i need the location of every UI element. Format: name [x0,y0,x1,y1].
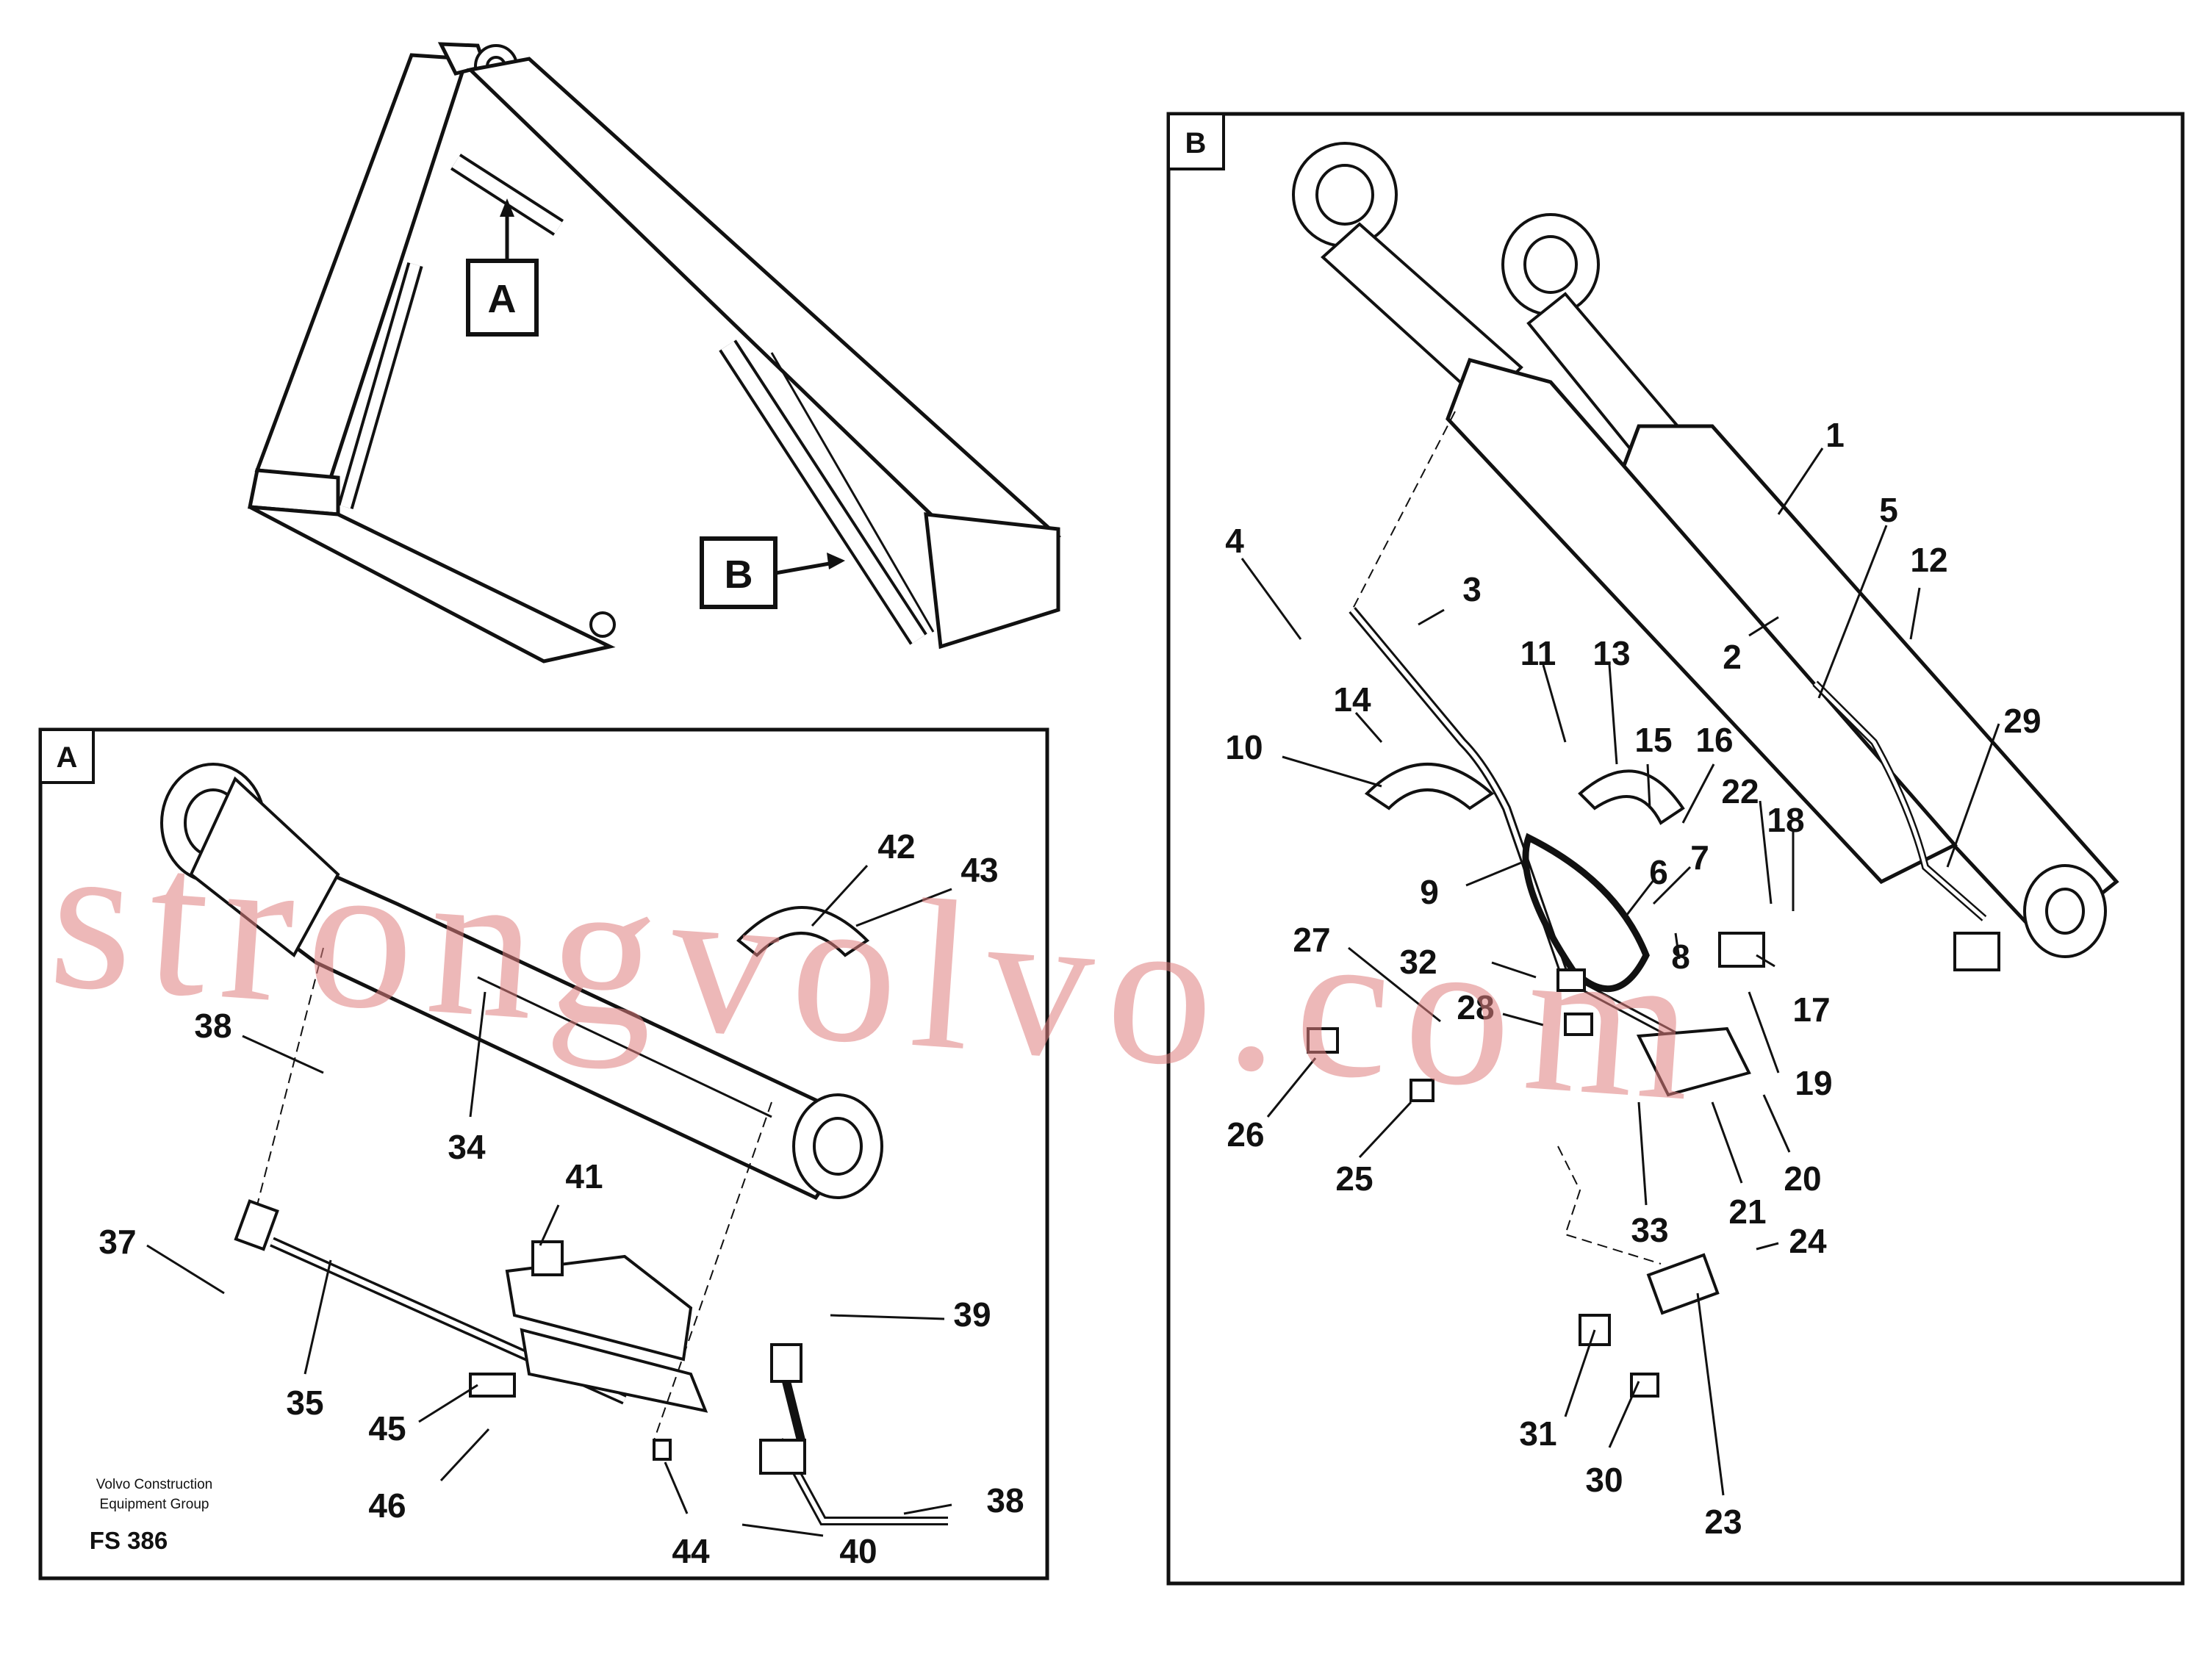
company-line-1: Volvo Construction [96,1477,212,1492]
company-line-2: Equipment Group [100,1497,209,1512]
overview-callout-b: B [700,536,845,609]
callout-32: 32 [1399,943,1437,981]
callout-20: 20 [1784,1159,1821,1198]
panel-a-bent-tube [759,1343,948,1525]
callout-35: 35 [286,1384,323,1422]
callout-21: 21 [1728,1193,1766,1231]
panel-b-valve-block [1636,1026,1751,1097]
panel-b-callouts: 1 2 3 4 5 12 11 13 14 10 15 16 22 18 6 7… [1225,416,2041,1541]
callout-7: 7 [1690,838,1709,877]
callout-38: 38 [986,1481,1024,1520]
callout-15: 15 [1634,721,1672,759]
callout-28: 28 [1457,988,1494,1026]
callout-6: 6 [1649,853,1668,891]
panel-a-clamp [736,906,870,957]
overview-boom-drawing [247,42,1061,664]
panel-a-frame [38,727,1049,1581]
callout-17: 17 [1792,990,1830,1029]
panel-b-frame [1166,112,2185,1586]
callout-26: 26 [1227,1115,1264,1154]
callout-18: 18 [1767,801,1804,839]
callout-9: 9 [1420,873,1439,911]
callout-25: 25 [1335,1159,1373,1198]
callout-46: 46 [368,1486,406,1525]
panel-a-cylinder [160,763,883,1201]
callout-31: 31 [1519,1414,1556,1453]
callout-33: 33 [1631,1211,1668,1249]
callout-40: 40 [839,1532,877,1570]
callout-4: 4 [1225,522,1244,560]
callout-3: 3 [1462,570,1482,608]
panel-a: A [38,727,1049,1581]
panel-b-tag: B [1185,127,1207,159]
callout-34: 34 [448,1128,486,1166]
callout-16: 16 [1695,721,1733,759]
callout-29: 29 [2003,702,2041,740]
overview-callout-a: A [466,198,539,337]
panel-b: B [1166,112,2185,1586]
callout-45: 45 [368,1409,406,1448]
panel-a-bracket [505,1240,708,1413]
callout-24: 24 [1789,1222,1827,1260]
figure-code: FS 386 [90,1527,168,1554]
callout-22: 22 [1721,772,1759,810]
callout-37: 37 [98,1223,136,1261]
callout-27: 27 [1293,921,1330,959]
callout-44: 44 [672,1532,710,1570]
callout-19: 19 [1795,1064,1832,1102]
callout-43: 43 [960,851,998,889]
panel-b-cylinder-1 [1501,213,2119,958]
callout-5: 5 [1879,491,1898,529]
callout-36: 38 [194,1007,231,1045]
panel-a-callouts: 38 34 37 35 41 42 43 39 38 40 44 45 46 [98,827,1024,1570]
callout-23: 23 [1704,1503,1742,1541]
callout-11: 11 [1520,634,1556,672]
callout-2: 2 [1723,638,1742,676]
overview-tag-a: A [488,277,517,321]
callout-42: 42 [877,827,915,866]
callout-8: 8 [1671,938,1690,976]
panel-a-nut [653,1439,672,1461]
panel-a-tag: A [57,741,78,774]
callout-39: 39 [953,1295,991,1334]
callout-12: 12 [1910,541,1947,579]
callout-14: 14 [1333,680,1371,719]
panel-b-cylinder-2 [1292,142,1958,885]
callout-41: 41 [565,1157,603,1195]
callout-1: 1 [1825,416,1845,454]
callout-13: 13 [1592,634,1630,672]
overview-tag-b: B [725,553,753,597]
callout-30: 30 [1585,1461,1623,1499]
callout-10: 10 [1225,728,1263,766]
